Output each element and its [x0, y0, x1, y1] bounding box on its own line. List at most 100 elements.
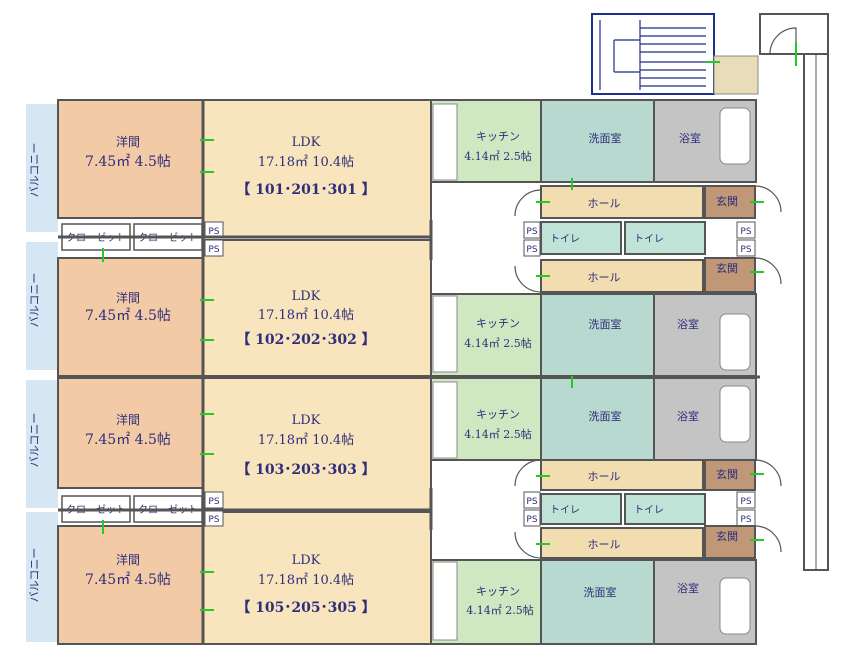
- bedroom: [57, 525, 204, 645]
- hall: [540, 527, 704, 559]
- bedroom: [57, 257, 204, 377]
- kitchen-size: 4.14㎡ 2.5帖: [466, 604, 533, 617]
- unit-room-numbers: 【 103･203･303 】: [236, 462, 375, 478]
- balcony-label: バルコニー: [28, 548, 41, 603]
- entrance-label: 玄関: [716, 529, 738, 543]
- entrance: [704, 459, 756, 491]
- washroom-label: 洗面室: [589, 409, 622, 423]
- pipe-shaft: [204, 239, 224, 257]
- toilet: [624, 493, 706, 525]
- bathroom-label: 浴室: [677, 409, 699, 423]
- unit-103-203-303: バルコニー 洋間 7.45㎡ 4.5帖 LDK 17.18㎡ 10.4帖 【 1…: [26, 377, 757, 525]
- bedroom-name: 洋間: [116, 134, 140, 149]
- unit-room-numbers: 【 102･202･302 】: [236, 332, 375, 348]
- bedroom-size: 7.45㎡ 4.5帖: [85, 308, 171, 324]
- pipe-shaft-label: PS: [208, 515, 219, 525]
- bathroom-label: 浴室: [677, 581, 699, 595]
- hall-label: ホール: [588, 271, 621, 284]
- toilet-label: トイレ: [634, 234, 664, 245]
- pipe-shaft: [204, 491, 224, 509]
- unit-room-numbers: 【 101･201･301 】: [236, 182, 375, 198]
- entrance-label: 玄関: [716, 261, 738, 275]
- unit-105-205-305: バルコニー 洋間 7.45㎡ 4.5帖 LDK 17.18㎡ 10.4帖 【 1…: [26, 509, 757, 645]
- ldk-name: LDK: [292, 413, 321, 428]
- pipe-shaft: [523, 221, 541, 239]
- hall-label: ホール: [588, 538, 621, 551]
- bedroom-size: 7.45㎡ 4.5帖: [85, 154, 171, 170]
- washroom-label: 洗面室: [589, 317, 622, 331]
- ldk: [202, 511, 432, 645]
- ldk-name: LDK: [292, 289, 321, 304]
- kitchen-name: キッチン: [476, 408, 520, 421]
- pipe-shaft: [736, 491, 756, 509]
- hall: [540, 185, 704, 219]
- toilet-label: トイレ: [550, 234, 580, 245]
- ldk-name: LDK: [292, 135, 321, 150]
- ldk: [202, 239, 432, 377]
- pipe-shaft-label: PS: [208, 227, 219, 237]
- pipe-shaft-label: PS: [208, 497, 219, 507]
- kitchen-name: キッチン: [476, 317, 520, 330]
- bedroom: [57, 377, 204, 489]
- ldk-size: 17.18㎡ 10.4帖: [258, 573, 354, 588]
- washroom: [540, 559, 655, 645]
- kitchen-size: 4.14㎡ 2.5帖: [464, 428, 531, 441]
- pipe-shaft-label: PS: [740, 497, 751, 507]
- kitchen-name: キッチン: [476, 130, 520, 143]
- ldk-size: 17.18㎡ 10.4帖: [258, 308, 354, 323]
- entrance-label: 玄関: [716, 194, 738, 208]
- stair-block: [591, 13, 759, 95]
- bedroom-name: 洋間: [116, 552, 140, 567]
- pipe-shaft-label: PS: [208, 245, 219, 255]
- ldk: [202, 99, 432, 238]
- entrance: [704, 257, 756, 293]
- kitchen-name: キッチン: [476, 585, 520, 598]
- bedroom-size: 7.45㎡ 4.5帖: [85, 432, 171, 448]
- entrance: [704, 525, 756, 559]
- unit-room-numbers: 【 105･205･305 】: [236, 600, 375, 616]
- hall: [540, 259, 704, 293]
- pipe-shaft: [736, 239, 756, 257]
- bedroom-name: 洋間: [116, 290, 140, 305]
- pipe-shaft: [523, 491, 541, 509]
- pipe-shaft-label: PS: [740, 227, 751, 237]
- ldk: [202, 377, 432, 511]
- unit-102-202-302: バルコニー 洋間 7.45㎡ 4.5帖 LDK 17.18㎡ 10.4帖 【 1…: [26, 239, 757, 377]
- bathroom-label: 浴室: [677, 317, 699, 331]
- hall: [540, 459, 704, 491]
- toilet: [540, 493, 622, 525]
- ldk-size: 17.18㎡ 10.4帖: [258, 155, 354, 170]
- door-swings: [514, 185, 782, 559]
- pipe-shaft: [523, 509, 541, 527]
- pipe-shaft-label: PS: [526, 497, 537, 507]
- balcony-area: [26, 512, 58, 642]
- pipe-shaft: [736, 221, 756, 239]
- bathroom-label: 浴室: [679, 131, 701, 145]
- hall-label: ホール: [588, 470, 621, 483]
- position-marks: [102, 139, 764, 611]
- ldk-size: 17.18㎡ 10.4帖: [258, 433, 354, 448]
- toilet: [624, 221, 706, 255]
- washroom: [540, 99, 655, 183]
- balcony-area: [26, 380, 58, 508]
- entrance-label: 玄関: [716, 467, 738, 481]
- divider-walls: [58, 100, 760, 644]
- corridor: [759, 13, 829, 571]
- pipe-shaft-label: PS: [526, 245, 537, 255]
- pipe-shaft-label: PS: [740, 245, 751, 255]
- ldk-name: LDK: [292, 553, 321, 568]
- unit-101-201-301: バルコニー 洋間 7.45㎡ 4.5帖 LDK 17.18㎡ 10.4帖 【 1…: [26, 99, 757, 255]
- balcony-area: [26, 104, 58, 232]
- bedroom: [57, 99, 204, 219]
- pipe-shaft: [523, 239, 541, 257]
- balcony-label: バルコニー: [28, 413, 41, 468]
- pipe-shaft-label: PS: [526, 515, 537, 525]
- pipe-shaft-label: PS: [526, 227, 537, 237]
- toilet: [540, 221, 622, 255]
- toilet-label: トイレ: [550, 505, 580, 516]
- balcony-label: バルコニー: [28, 143, 41, 198]
- hall-label: ホール: [588, 197, 621, 210]
- washroom-label: 洗面室: [584, 585, 617, 599]
- pipe-shaft-label: PS: [740, 515, 751, 525]
